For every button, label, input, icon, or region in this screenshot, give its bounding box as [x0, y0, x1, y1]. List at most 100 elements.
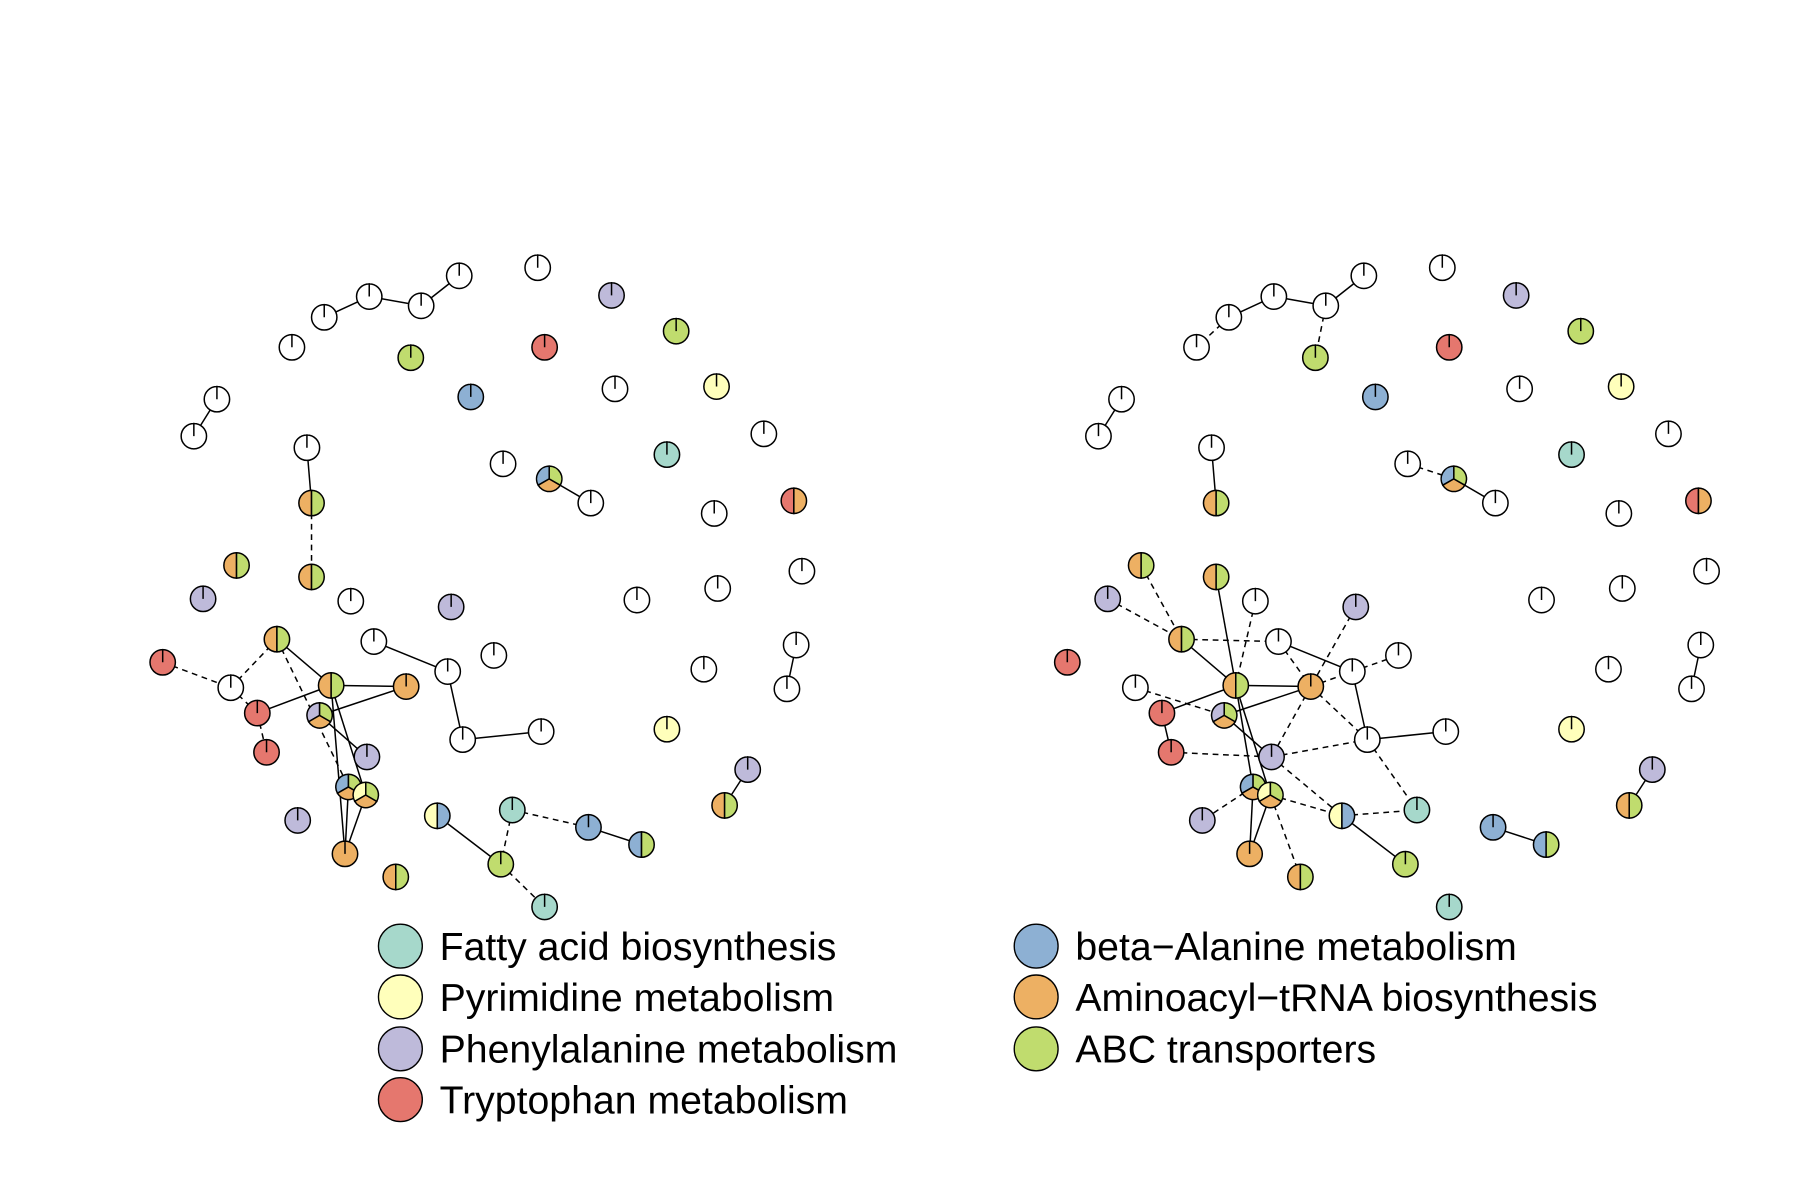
dashed-edge-right [1352, 654, 1399, 673]
node-right [1428, 254, 1456, 282]
pie-slice-none [449, 726, 477, 754]
legend-swatch-fatty [377, 923, 423, 969]
pie-slice-none [337, 587, 365, 615]
pie-slice-none [1481, 489, 1509, 517]
pie-slice-abc [310, 563, 325, 591]
pie-slice-amino [1286, 863, 1302, 891]
pie-slice-amino [1202, 489, 1217, 517]
node-left [535, 465, 563, 493]
node-left [434, 658, 462, 685]
node-left [253, 738, 280, 766]
pie-slice-none [690, 655, 718, 683]
pie-slice-none [434, 658, 462, 685]
pie-slice-amino [298, 563, 313, 591]
node-right [1506, 375, 1534, 403]
legend-swatch-pyr [377, 974, 423, 1020]
pie-slice-beta [1479, 813, 1507, 841]
node-right [1053, 648, 1081, 676]
pie-slice-phe [1342, 593, 1370, 621]
legend-label-beta: beta−Alanine metabolism [1075, 925, 1516, 969]
node-left [298, 563, 325, 591]
pie-slice-none [355, 283, 383, 310]
pie-slice-trp [1157, 738, 1185, 766]
legend-item-pyr: Pyrimidine metabolism [377, 974, 834, 1020]
legend-label-pyr: Pyrimidine metabolism [440, 976, 834, 1020]
pie-slice-none [527, 718, 555, 745]
node-left [773, 675, 801, 703]
pie-slice-pyr [1607, 373, 1635, 400]
node-right [1350, 262, 1378, 290]
pie-slice-trp [780, 487, 795, 515]
node-left [331, 840, 359, 868]
pie-slice-none [750, 420, 778, 448]
node-right [1085, 422, 1112, 450]
pie-slice-abc [276, 625, 291, 653]
node-right [1121, 674, 1149, 702]
node-left [788, 557, 816, 585]
pie-slice-pyr [703, 373, 730, 400]
node-right [1615, 791, 1643, 819]
node-left [782, 631, 810, 659]
node-right [1685, 487, 1712, 515]
pie-slice-amino [331, 840, 359, 868]
node-right [1312, 292, 1340, 320]
node-left [392, 673, 420, 700]
node-right [1607, 373, 1635, 400]
node-left [598, 281, 625, 309]
pie-slice-abc [487, 850, 515, 878]
pie-slice-abc [1215, 563, 1230, 591]
pie-slice-amino [382, 863, 397, 891]
node-left [284, 806, 312, 834]
pie-slice-abc [310, 489, 325, 517]
node-left [653, 715, 681, 743]
node-left [180, 422, 208, 450]
pie-slice-amino [1168, 625, 1183, 653]
node-left [480, 641, 508, 669]
pie-slice-none [1215, 303, 1243, 331]
dashed-edge-right [1135, 686, 1225, 717]
node-right [1567, 317, 1595, 345]
pie-slice-beta [436, 802, 451, 830]
node-left [623, 586, 651, 614]
node-right [1183, 333, 1210, 361]
node-right [1202, 489, 1230, 517]
pie-slice-none [577, 489, 605, 517]
pie-slice-none [1085, 422, 1112, 450]
node-left [263, 625, 291, 653]
pie-slice-none [700, 500, 728, 527]
pie-slice-none [1241, 587, 1269, 615]
dashed-edge-right [1181, 638, 1279, 643]
node-right [1215, 303, 1243, 331]
dashed-edge-left [276, 638, 350, 788]
node-right [1532, 831, 1560, 859]
pie-slice-none [1678, 675, 1705, 703]
node-right [1260, 283, 1288, 310]
node-left [662, 317, 690, 345]
pie-slice-fatty [653, 441, 681, 469]
pie-slice-trp [253, 738, 280, 766]
pie-slice-none [180, 422, 208, 450]
pie-slice-abc [1299, 863, 1314, 891]
node-right [1188, 806, 1216, 834]
node-right [1687, 631, 1715, 659]
pie-slice-amino [793, 487, 808, 515]
node-right [1338, 658, 1366, 685]
solid-edge-left [330, 685, 346, 854]
node-left [489, 450, 517, 478]
pie-slice-trp [1053, 648, 1081, 676]
pie-slice-abc [1391, 850, 1419, 878]
pie-slice-none [407, 292, 435, 320]
pie-slice-abc [662, 317, 690, 345]
node-right [1394, 450, 1422, 478]
pie-slice-none [480, 641, 508, 669]
legend-item-phe: Phenylalanine metabolism [377, 1026, 897, 1072]
pie-slice-abc [365, 781, 380, 803]
pie-slice-trp [531, 333, 559, 361]
pie-slice-none [1108, 385, 1135, 413]
pie-slice-abc [1545, 831, 1560, 859]
pie-slice-trp [1148, 699, 1176, 727]
pie-slice-none [310, 303, 338, 331]
node-right [1236, 840, 1264, 868]
pie-slice-abc [1235, 671, 1250, 699]
node-left [487, 850, 515, 878]
